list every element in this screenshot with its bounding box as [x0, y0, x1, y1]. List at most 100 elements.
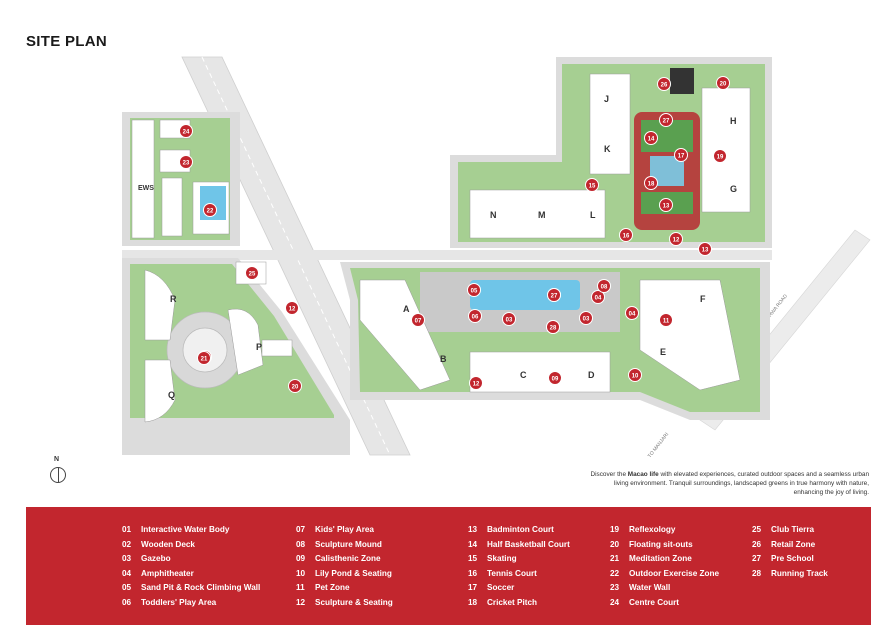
amenity-marker-number: 11 [663, 318, 670, 324]
legend-label: Meditation Zone [629, 554, 692, 563]
legend-number: 10 [296, 568, 306, 578]
top-right-block [450, 57, 772, 248]
legend-column-3: 13 Badminton Court 14 Half Basketball Court… [468, 525, 570, 612]
amenity-marker-number: 19 [717, 154, 724, 160]
amenity-marker: 10 [628, 368, 642, 382]
legend-item: 07 Kids' Play Area [296, 525, 393, 540]
legend-number: 08 [296, 539, 306, 549]
amenity-marker-number: 28 [550, 325, 557, 331]
legend-item: 14 Half Basketball Court [468, 540, 570, 555]
legend-label: Pre School [771, 554, 814, 563]
amenity-marker: 08 [597, 279, 611, 293]
amenity-marker-number: 16 [623, 233, 630, 239]
amenity-marker: 15 [585, 178, 599, 192]
legend-number: 28 [752, 568, 762, 578]
amenity-marker: 07 [411, 313, 425, 327]
legend-item: 10 Lily Pond & Seating [296, 569, 393, 584]
legend-number: 20 [610, 539, 620, 549]
amenity-marker: 03 [579, 311, 593, 325]
legend-label: Calisthenic Zone [315, 554, 381, 563]
tower-c: C [520, 370, 527, 380]
tower-q: Q [168, 390, 175, 400]
legend-item: 28 Running Track [752, 569, 828, 584]
amenity-marker: 18 [644, 176, 658, 190]
amenity-marker: 19 [713, 149, 727, 163]
tower-e: E [660, 347, 666, 357]
amenity-marker-number: 09 [552, 376, 559, 382]
legend-label: Lily Pond & Seating [315, 568, 392, 578]
legend-label: Sculpture Mound [315, 539, 382, 549]
legend-label: Wooden Deck [141, 539, 195, 549]
legend-label: Outdoor Exercise Zone [629, 568, 720, 578]
legend-label: Sand Pit & Rock Climbing Wall [141, 583, 261, 592]
amenity-markers: 0102030304040506070809101111121212131314… [179, 76, 730, 393]
amenity-marker: 06 [468, 309, 482, 323]
legend-number: 14 [468, 539, 478, 549]
amenity-marker: 13 [659, 198, 673, 212]
legend-label: Skating [487, 554, 517, 563]
legend-number: 22 [610, 568, 620, 578]
legend-number: 01 [122, 525, 132, 534]
legend-label: Tennis Court [487, 568, 537, 578]
legend-label: Badminton Court [487, 525, 554, 534]
legend-label: Water Wall [629, 583, 671, 592]
legend-number: 23 [610, 583, 620, 592]
page-title: SITE PLAN [26, 33, 108, 50]
compass-icon [50, 467, 66, 483]
amenity-marker-number: 23 [183, 160, 190, 166]
legend-number: 07 [296, 525, 306, 534]
legend-label: Half Basketball Court [487, 539, 570, 549]
amenity-marker-number: 13 [702, 247, 709, 253]
amenity-marker-number: 17 [678, 153, 685, 159]
amenity-marker-number: 27 [551, 293, 558, 299]
amenity-marker-number: 05 [471, 288, 478, 294]
amenity-marker: 20 [288, 379, 302, 393]
amenity-marker-number: 26 [661, 82, 668, 88]
legend-number: 13 [468, 525, 478, 534]
legend-label: Reflexology [629, 525, 676, 534]
amenity-marker: 28 [546, 320, 560, 334]
site-plan-map: KHARADI - MUNDHWA ROAD TO MANJARI [122, 56, 871, 459]
tower-ews: EWS [138, 185, 154, 192]
amenity-marker-number: 12 [473, 381, 480, 387]
legend-item: 08 Sculpture Mound [296, 540, 393, 555]
amenity-marker-number: 06 [472, 314, 479, 320]
tower-f: F [700, 294, 706, 304]
central-block [340, 262, 770, 420]
amenity-marker: 14 [644, 131, 658, 145]
amenity-marker: 12 [469, 376, 483, 390]
amenity-marker: 27 [547, 288, 561, 302]
legend-number: 17 [468, 583, 478, 592]
amenity-marker: 25 [245, 266, 259, 280]
tower-h: H [730, 116, 737, 126]
amenity-marker-number: 18 [648, 181, 655, 187]
amenity-marker-number: 13 [663, 203, 670, 209]
amenity-marker-number: 08 [601, 284, 608, 290]
amenity-marker: 09 [548, 371, 562, 385]
tagline: Discover the Macao life with elevated ex… [589, 470, 869, 497]
amenity-marker: 21 [197, 351, 211, 365]
legend-label: Kids' Play Area [315, 525, 374, 534]
tower-a: A [403, 304, 410, 314]
manjari-road-label: TO MANJARI [647, 432, 670, 459]
amenity-marker: 16 [619, 228, 633, 242]
legend-label: Running Track [771, 568, 828, 578]
legend-number: 06 [122, 597, 132, 607]
